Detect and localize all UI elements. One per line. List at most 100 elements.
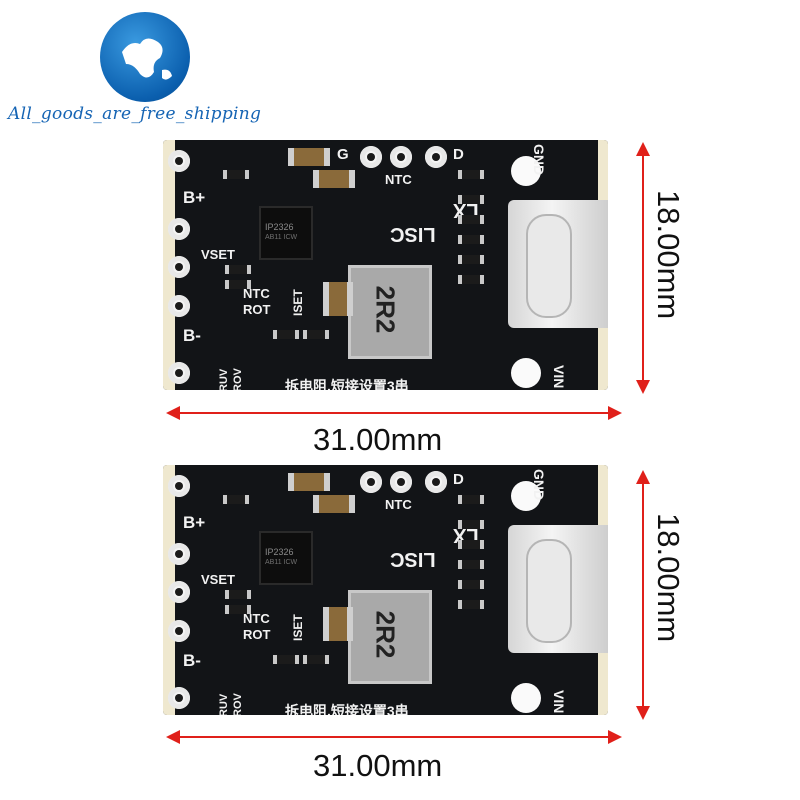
solder-pad [168,687,190,709]
label-ntc-left: NTC [243,611,270,626]
inductor-label: 2R2 [370,610,401,659]
smd-resistor [225,605,251,614]
height-arrow-down [636,380,650,394]
label-chinese-note: 拆电阻,短接设置3串 [285,378,409,390]
height-arrow-up [636,142,650,156]
solder-pad-d [425,471,447,493]
label-bplus: B+ [183,188,206,207]
label-vin: VIN [551,690,567,714]
chip-sublabel: AB11 ICW [265,559,298,566]
mounting-pad [511,481,541,511]
label-bminus: B- [183,651,201,670]
solder-pad [168,543,190,565]
label-lisc: LISC [390,223,436,245]
label-ntc-top: NTC [385,172,412,187]
usb-c-connector [508,200,608,328]
label-iset: ISET [291,614,305,641]
store-watermark: All_goods_are_free_shipping [8,104,262,124]
chip-sublabel: AB11 ICW [265,234,298,241]
smd-resistor [273,655,299,664]
capacitor [288,148,330,166]
height-dimension-label: 18.00mm [651,190,686,320]
label-d: D [453,146,464,163]
ip2326-chip: IP2326 AB11 ICW [259,531,313,585]
label-rot: ROT [243,302,271,317]
solder-pad-g [360,146,382,168]
width-dimension-label: 31.00mm [313,422,443,457]
mounting-pad [511,156,541,186]
label-rov: ROV [232,368,244,390]
pcb-board-top: B+ B- VSET NTC ROT ISET RUV ROV G D NTC … [163,140,608,390]
capacitor [323,282,353,316]
width-arrow-left [166,730,180,744]
solder-pad [168,218,190,240]
smd-resistor [458,520,484,529]
label-rot: ROT [243,627,271,642]
label-bminus: B- [183,326,201,345]
solder-pad [168,362,190,384]
mounting-pad [511,683,541,713]
capacitor [288,473,330,491]
solder-pad [168,256,190,278]
usb-c-connector [508,525,608,653]
label-iset: ISET [291,289,305,316]
ip2326-chip: IP2326 AB11 ICW [259,206,313,260]
globe-icon [100,12,190,102]
smd-resistor [458,215,484,224]
smd-resistor [225,590,251,599]
smd-resistor [225,265,251,274]
smd-resistor [458,580,484,589]
solder-pad-d [390,146,412,168]
inductor: 2R2 [348,265,432,359]
mounting-pad [511,358,541,388]
solder-pad [168,620,190,642]
usb-c-port [526,539,572,643]
label-ntc-left: NTC [243,286,270,301]
width-arrow-right [608,406,622,420]
label-d: D [453,471,464,488]
label-chinese-note: 拆电阻,短接设置3串 [285,703,409,715]
width-dimension-line [180,412,608,414]
label-gnd: GND [531,144,547,176]
label-ruv: RUV [218,693,230,715]
label-lisc: LISC [390,548,436,570]
label-rov: ROV [232,693,244,715]
width-arrow-left [166,406,180,420]
inductor: 2R2 [348,590,432,684]
label-g: G [337,146,349,163]
label-bplus: B+ [183,513,206,532]
capacitor [323,607,353,641]
usb-c-port [526,214,572,318]
height-arrow-down [636,706,650,720]
solder-pad [168,475,190,497]
chip-label: IP2326 [265,222,294,232]
solder-pad [168,295,190,317]
smd-resistor [303,655,329,664]
smd-resistor [223,495,249,504]
height-dimension-line [642,150,644,380]
height-arrow-up [636,470,650,484]
height-dimension-line [642,478,644,708]
chip-label: IP2326 [265,547,294,557]
label-ntc-top: NTC [385,497,412,512]
solder-pad [168,150,190,172]
width-arrow-right [608,730,622,744]
smd-resistor [223,170,249,179]
solder-pad-g [360,471,382,493]
height-dimension-label: 18.00mm [651,513,686,643]
smd-resistor [458,495,484,504]
smd-resistor [273,330,299,339]
label-vset: VSET [201,572,235,587]
label-vin: VIN [551,365,567,389]
smd-resistor [225,280,251,289]
label-gnd: GND [531,469,547,501]
smd-resistor [458,195,484,204]
solder-pad-d [390,471,412,493]
smd-resistor [458,275,484,284]
solder-pad-d [425,146,447,168]
smd-resistor [303,330,329,339]
smd-resistor [458,560,484,569]
smd-resistor [458,255,484,264]
width-dimension-label: 31.00mm [313,748,443,783]
smd-resistor [458,540,484,549]
